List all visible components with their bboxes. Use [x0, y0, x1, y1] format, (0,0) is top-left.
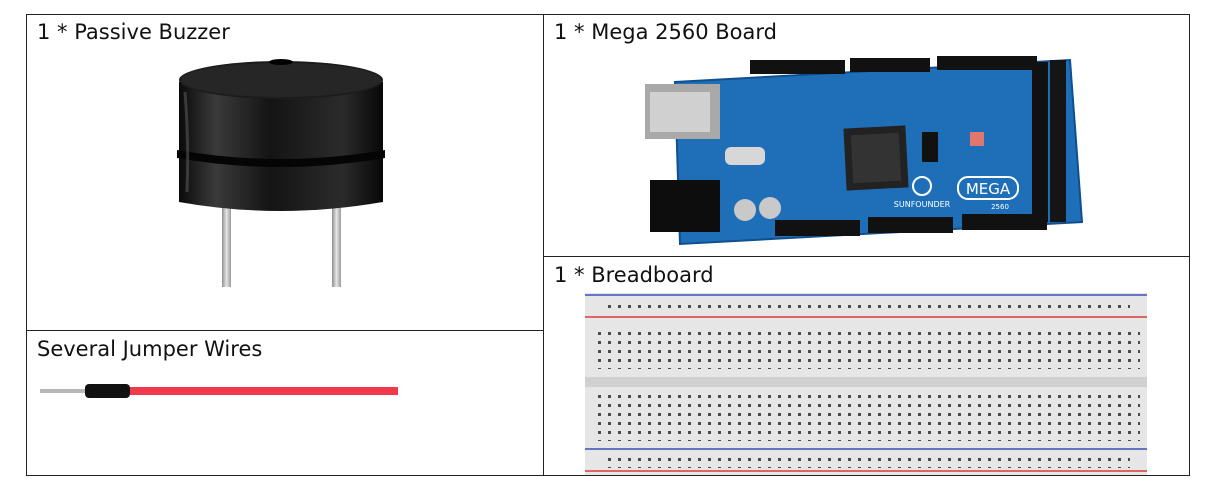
- table-divider-right: [543, 256, 1190, 257]
- passive-buzzer-image: [177, 59, 385, 287]
- breadboard-label: 1 * Breadboard: [554, 263, 714, 287]
- svg-text:SUNFOUNDER: SUNFOUNDER: [894, 200, 951, 209]
- components-table: [26, 14, 1190, 476]
- mega-model-number: 2560: [991, 203, 1009, 211]
- jumper-wire-image: [40, 384, 398, 398]
- mega-board-label: 1 * Mega 2560 Board: [554, 20, 777, 44]
- breadboard-image: [585, 293, 1147, 475]
- buzzer-label: 1 * Passive Buzzer: [37, 20, 230, 44]
- mega-logo-text: MEGA: [966, 180, 1011, 198]
- jumper-wires-label: Several Jumper Wires: [37, 337, 263, 361]
- table-divider-left: [26, 330, 544, 331]
- sunfounder-logo: SUNFOUNDER: [894, 176, 951, 209]
- table-divider-vertical: [543, 14, 544, 476]
- mega-2560-board-image: SUNFOUNDER MEGA 2560: [645, 56, 1084, 246]
